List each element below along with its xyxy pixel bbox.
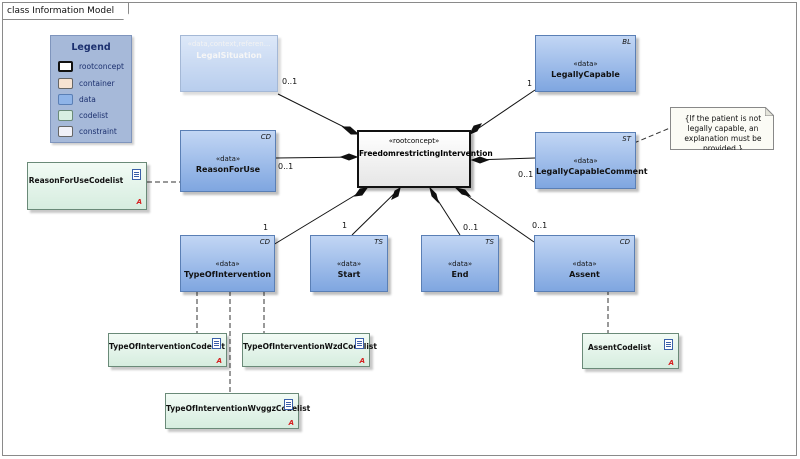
legend-label-codelist: codelist <box>79 111 109 120</box>
diamond-start <box>391 186 401 201</box>
codelist-type-of-intervention-wvggz[interactable]: TypeOfInterventionWvggzCodelist A <box>165 393 311 429</box>
multiplicity-end: 0..1 <box>463 223 479 232</box>
diamond-legal-situation <box>341 126 360 135</box>
codelist-type-of-intervention-wzd[interactable]: TypeOfInterventionWzdCodelist A <box>242 333 377 367</box>
multiplicity-assent: 0..1 <box>532 221 548 230</box>
multiplicity-legally-capable-comment: 0..1 <box>518 170 534 179</box>
node-stereotype: «data» <box>215 260 240 268</box>
multiplicity-legal-situation: 0..1 <box>282 77 298 86</box>
node-type-tag: BL <box>622 38 631 46</box>
node-type-tag: CD <box>259 238 270 246</box>
document-icon <box>212 338 221 349</box>
codelist-type-of-intervention[interactable]: TypeOfInterventionCodelist A <box>108 333 227 367</box>
codelist-assent[interactable]: AssentCodelist A <box>582 333 679 369</box>
red-a-marker-icon: A <box>359 357 365 365</box>
node-name: ReasonForUse <box>195 165 261 174</box>
edge-start <box>351 187 401 236</box>
diamond-type-of-intervention <box>353 187 369 197</box>
node-stereotype: «data» <box>573 157 598 165</box>
legend-label-container: container <box>79 79 115 88</box>
legend-label-constraint: constraint <box>79 127 117 136</box>
constraint-note[interactable]: {If the patient is not legally capable, … <box>670 107 774 150</box>
note-fold-icon <box>765 107 774 116</box>
diamond-assent <box>454 187 472 197</box>
document-icon <box>284 399 293 410</box>
edge-type-of-intervention <box>272 187 368 246</box>
legend-swatch-codelist <box>58 110 73 121</box>
diamond-reason-for-use <box>339 153 359 161</box>
multiplicity-reason-for-use: 0..1 <box>278 162 294 171</box>
node-legally-capable-comment[interactable]: ST «data» LegallyCapableComment <box>535 132 648 189</box>
root-name: FreedomrestrictingIntervention <box>359 149 493 158</box>
legend-swatch-data <box>58 94 73 105</box>
diamond-end <box>429 186 439 204</box>
edge-legally-capable <box>469 89 536 135</box>
node-name: End <box>451 270 469 279</box>
node-type-tag: CD <box>260 133 271 141</box>
node-stereotype: «data,context,referen... <box>187 40 271 48</box>
legend: Legend rootconcept container data codeli… <box>50 35 132 143</box>
root-stereotype: «rootconcept» <box>388 137 440 145</box>
codelist-name: AssentCodelist <box>587 343 652 352</box>
node-type-tag: TS <box>485 238 494 246</box>
multiplicity-legally-capable: 1 <box>527 79 533 88</box>
root-concept-freedomrestricting-intervention[interactable]: «rootconcept» FreedomrestrictingInterven… <box>357 130 493 188</box>
red-a-marker-icon: A <box>668 359 674 367</box>
node-stereotype: «data» <box>572 260 597 268</box>
document-icon <box>355 338 364 349</box>
legend-swatch-constraint <box>58 126 73 137</box>
red-a-marker-icon: A <box>216 357 222 365</box>
document-icon <box>132 169 141 180</box>
node-stereotype: «data» <box>447 260 473 268</box>
node-end[interactable]: TS «data» End <box>421 235 499 292</box>
node-assent[interactable]: CD «data» Assent <box>534 235 635 292</box>
red-a-marker-icon: A <box>288 419 294 427</box>
codelist-name: ReasonForUseCodelist <box>28 176 124 185</box>
node-legal-situation[interactable]: «data,context,referen... LegalSituation <box>180 35 278 92</box>
legend-swatch-container <box>58 78 73 89</box>
diagram-frame-title: class Information Model <box>3 3 129 20</box>
node-type-tag: TS <box>374 238 383 246</box>
codelist-reason-for-use[interactable]: ReasonForUseCodelist A <box>27 162 147 210</box>
node-stereotype: «data» <box>215 155 241 163</box>
node-stereotype: «data» <box>573 60 598 68</box>
constraint-note-text: {If the patient is not legally capable, … <box>684 114 762 153</box>
node-name: LegallyCapable <box>551 70 620 79</box>
codelist-name: TypeOfInterventionCodelist <box>109 342 225 351</box>
legend-title: Legend <box>71 42 111 53</box>
legend-swatch-rootconcept <box>58 61 73 72</box>
node-reason-for-use[interactable]: CD «data» ReasonForUse <box>180 130 276 192</box>
node-name: LegalSituation <box>196 51 262 60</box>
edge-assent <box>455 187 535 243</box>
dep-note <box>633 127 671 144</box>
node-name: TypeOfIntervention <box>183 270 272 279</box>
node-stereotype: «data» <box>336 260 362 268</box>
legend-label-data: data <box>79 95 96 104</box>
diamond-legally-capable-comment <box>470 156 490 164</box>
codelist-name: TypeOfInterventionWvggzCodelist <box>166 404 311 413</box>
node-start[interactable]: TS «data» Start <box>310 235 388 292</box>
node-name: Start <box>337 270 361 279</box>
node-name: LegallyCapableComment <box>536 167 648 176</box>
red-a-marker-icon: A <box>136 198 142 206</box>
node-legally-capable[interactable]: BL «data» LegallyCapable <box>535 35 636 92</box>
multiplicity-type-of-intervention: 1 <box>263 223 269 232</box>
codelist-name: TypeOfInterventionWzdCodelist <box>243 342 377 351</box>
node-name: Assent <box>569 270 600 279</box>
node-type-of-intervention[interactable]: CD «data» TypeOfIntervention <box>180 235 275 292</box>
diamond-legally-capable <box>468 123 483 135</box>
node-type-tag: CD <box>619 238 630 246</box>
legend-label-rootconcept: rootconcept <box>79 62 124 71</box>
document-icon <box>664 339 673 350</box>
node-type-tag: ST <box>622 135 631 143</box>
multiplicity-start: 1 <box>342 221 348 230</box>
